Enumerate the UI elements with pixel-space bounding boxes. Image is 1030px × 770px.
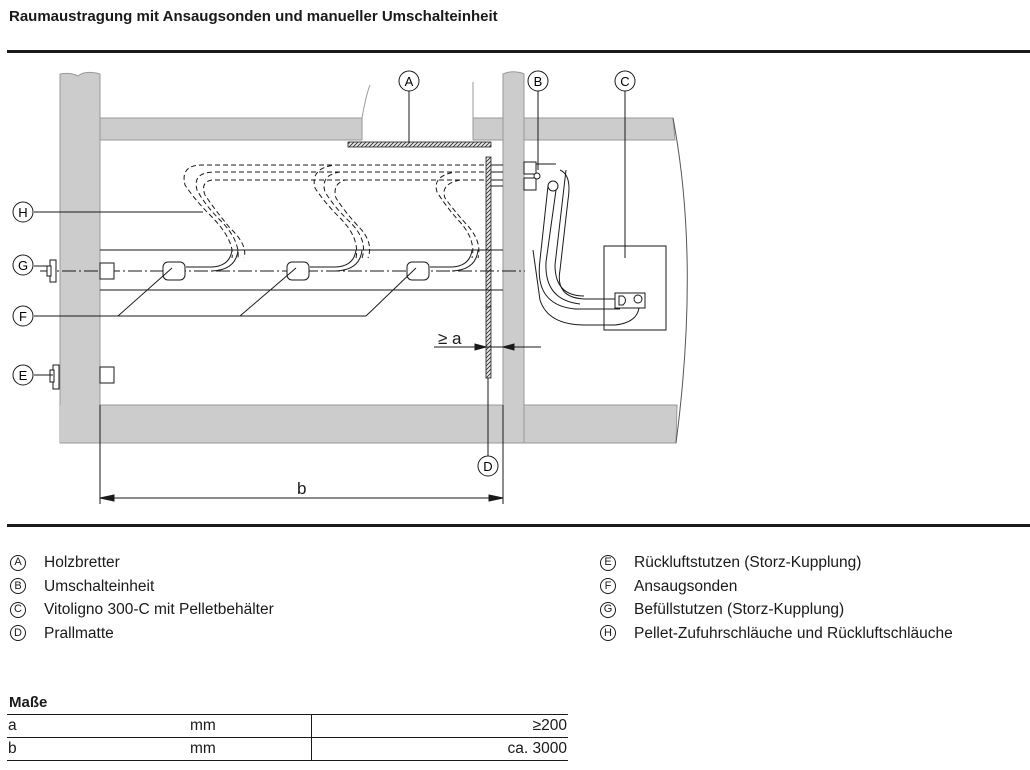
legend-item: B Umschalteinheit bbox=[10, 575, 274, 599]
dimension-value: ca. 3000 bbox=[311, 737, 568, 761]
wall-top-right bbox=[523, 117, 676, 141]
walls bbox=[59, 71, 678, 444]
legend-key: D bbox=[10, 625, 26, 642]
svg-text:A: A bbox=[405, 74, 414, 89]
svg-text:B: B bbox=[534, 74, 543, 89]
wall-bottom bbox=[60, 405, 524, 443]
legend-key: B bbox=[10, 578, 26, 595]
legend-label: Pellet-Zufuhrschläuche und Rückluftschlä… bbox=[634, 624, 953, 642]
legend-item: C Vitoligno 300-C mit Pelletbehälter bbox=[10, 598, 274, 622]
wall-middle bbox=[502, 71, 525, 444]
legend-key: G bbox=[600, 601, 616, 618]
callout-c: C bbox=[614, 70, 636, 92]
callout-e: E bbox=[12, 364, 34, 386]
dimension-value: ≥200 bbox=[311, 714, 568, 738]
legend-key: H bbox=[600, 625, 616, 642]
dimension-b-label: b bbox=[297, 479, 306, 498]
wall-top-left bbox=[99, 117, 363, 141]
callout-h: H bbox=[12, 201, 34, 223]
svg-text:G: G bbox=[18, 258, 28, 273]
svg-text:H: H bbox=[18, 205, 27, 220]
legend-right: E Rückluftstutzen (Storz-Kupplung) F Ansau… bbox=[600, 551, 953, 645]
svg-text:D: D bbox=[483, 459, 492, 474]
table-row: b mm ca. 3000 bbox=[7, 737, 568, 761]
dimension-symbol: a bbox=[7, 714, 189, 738]
table-row: a mm ≥200 bbox=[7, 714, 568, 738]
legend-item: E Rückluftstutzen (Storz-Kupplung) bbox=[600, 551, 953, 575]
legend-item: F Ansaugsonden bbox=[600, 575, 953, 599]
probe-3 bbox=[406, 261, 430, 281]
legend-item: D Prallmatte bbox=[10, 622, 274, 646]
break-line bbox=[672, 117, 688, 444]
wall-bottom-right bbox=[523, 404, 678, 444]
installation-diagram: ≥ a b A B C D E F G H bbox=[12, 70, 688, 504]
legend-label: Vitoligno 300-C mit Pelletbehälter bbox=[44, 601, 274, 618]
callout-b: B bbox=[527, 70, 549, 92]
callouts: A B C D E F G H bbox=[12, 70, 636, 477]
wall-left bbox=[59, 71, 101, 444]
legend-key: A bbox=[10, 554, 26, 571]
legend-key: E bbox=[600, 554, 616, 571]
dimension-unit: mm bbox=[189, 737, 312, 761]
legend-item: G Befüllstutzen (Storz-Kupplung) bbox=[600, 598, 953, 622]
impact-mat bbox=[485, 156, 492, 308]
dimension-a-label: ≥ a bbox=[438, 329, 462, 348]
dimension-unit: mm bbox=[189, 714, 312, 738]
legend-label: Prallmatte bbox=[44, 624, 114, 642]
legend-label: Holzbretter bbox=[44, 554, 120, 571]
divider-bottom bbox=[7, 524, 1030, 527]
svg-text:C: C bbox=[620, 74, 629, 89]
dimensions-title: Maße bbox=[9, 694, 48, 711]
wooden-boards bbox=[347, 141, 492, 148]
callout-f: F bbox=[12, 305, 34, 327]
callout-g: G bbox=[12, 254, 34, 276]
legend-label: Ansaugsonden bbox=[634, 577, 738, 595]
dimension-b bbox=[99, 405, 504, 504]
legend-label: Rückluftstutzen (Storz-Kupplung) bbox=[634, 554, 862, 571]
svg-text:E: E bbox=[19, 368, 28, 383]
page-title: Raumaustragung mit Ansaugsonden und manu… bbox=[9, 8, 498, 25]
divider-top bbox=[7, 50, 1030, 53]
boiler-box bbox=[603, 245, 667, 331]
dimension-a bbox=[434, 343, 541, 351]
legend-item: A Holzbretter bbox=[10, 551, 274, 575]
svg-text:F: F bbox=[19, 309, 27, 324]
dimension-symbol: b bbox=[7, 737, 189, 761]
switching-unit bbox=[491, 161, 559, 192]
probe-1 bbox=[162, 261, 186, 281]
callout-d: D bbox=[477, 455, 499, 477]
legend-key: C bbox=[10, 601, 26, 618]
legend-left: A Holzbretter B Umschalteinheit C Vitoligno… bbox=[10, 551, 274, 645]
wall-top-middle bbox=[472, 117, 504, 141]
dimensions-table: a mm ≥200 b mm ca. 3000 bbox=[7, 714, 568, 761]
callout-a: A bbox=[398, 70, 420, 92]
legend-key: F bbox=[600, 578, 616, 595]
probe-2 bbox=[286, 261, 310, 281]
legend-label: Umschalteinheit bbox=[44, 577, 155, 595]
legend-item: H Pellet-Zufuhrschläuche und Rückluftschl… bbox=[600, 622, 953, 646]
suction-probes bbox=[162, 261, 430, 281]
legend-label: Befüllstutzen (Storz-Kupplung) bbox=[634, 601, 845, 618]
